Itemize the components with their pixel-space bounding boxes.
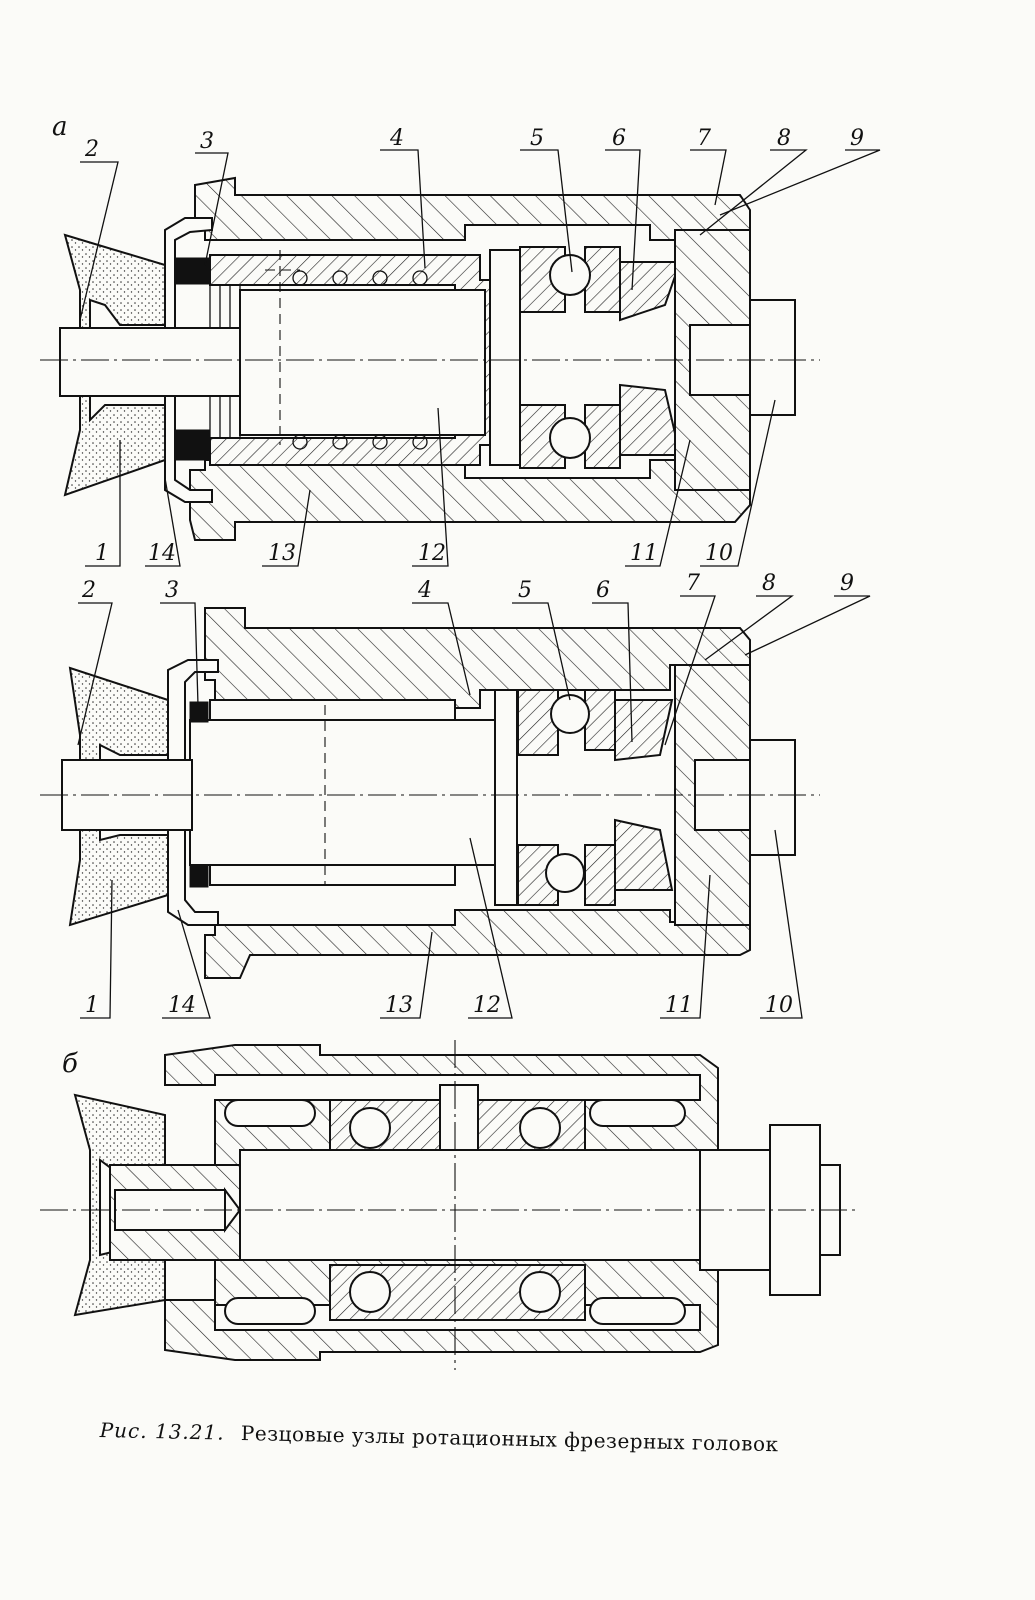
ball-5-top [549, 254, 591, 296]
sleeve-4 [209, 254, 501, 466]
callout-b-1: 1 [85, 993, 99, 1018]
part-6 [619, 261, 682, 322]
view-a-variant: 2 3 4 5 6 7 8 9 1 14 13 12 11 10 [40, 571, 871, 1019]
bearing-race-top-2 [584, 246, 621, 313]
cutter-1 [63, 233, 166, 497]
callout-b-6: 6 [596, 578, 610, 603]
view-a-label: а [52, 112, 68, 142]
callout-11: 11 [630, 541, 658, 566]
cap-14-b [167, 659, 219, 926]
callout-b-14: 14 [168, 993, 196, 1018]
screw-10 [749, 299, 796, 416]
callout-5: 5 [530, 126, 544, 151]
seal-3-b-bottom [189, 864, 209, 888]
callout-b-4: 4 [417, 578, 432, 603]
callout-3: 3 [200, 129, 214, 154]
callout-b-12: 12 [473, 993, 501, 1018]
ball-c-4 [519, 1271, 561, 1313]
callouts-view-a: 2 3 4 5 6 7 8 9 1 14 13 12 11 10 [84, 126, 864, 566]
screw-10-b [749, 739, 796, 856]
view-b-label: б [62, 1049, 78, 1079]
callout-4: 4 [389, 126, 404, 151]
callout-b-11: 11 [665, 993, 693, 1018]
callouts-view-a2: 2 3 4 5 6 7 8 9 1 14 13 12 11 10 [81, 571, 854, 1018]
seal-3-top [174, 257, 210, 285]
callout-6: 6 [612, 126, 626, 151]
bore-b [239, 1149, 711, 1261]
callout-b-2: 2 [81, 578, 96, 603]
callout-2: 2 [84, 137, 99, 162]
callout-b-13: 13 [385, 993, 413, 1018]
ball-5-b-bottom [545, 853, 585, 893]
callout-10: 10 [705, 541, 733, 566]
callout-1: 1 [95, 541, 109, 566]
ball-5-bottom [549, 417, 591, 459]
callout-7: 7 [697, 126, 711, 151]
spacer-c [439, 1084, 479, 1151]
shaft-12-b [189, 719, 496, 866]
callout-b-8: 8 [762, 571, 776, 596]
ball-c-1 [349, 1107, 391, 1149]
tube-top [209, 699, 456, 721]
view-b: б [40, 1040, 860, 1370]
tube-bottom [209, 864, 456, 886]
part-6-bottom [619, 383, 682, 456]
caption-prefix: Рис. 13.21. [99, 1418, 225, 1445]
callout-9: 9 [850, 126, 864, 151]
leaders-a [79, 149, 881, 567]
roller-3 [224, 1297, 316, 1325]
callout-b-5: 5 [518, 578, 532, 603]
roller-4 [589, 1297, 686, 1325]
callout-b-3: 3 [165, 578, 179, 603]
ball-5-b-top [550, 694, 590, 734]
ball-c-3 [349, 1271, 391, 1313]
part-6-b2 [614, 818, 674, 891]
seal-3-b-top [189, 701, 209, 723]
roller-1 [224, 1099, 316, 1127]
callout-12: 12 [418, 541, 446, 566]
callout-14: 14 [148, 541, 176, 566]
callout-b-9: 9 [840, 571, 854, 596]
roller-2 [589, 1099, 686, 1127]
disk [489, 249, 521, 466]
bearing-b-4 [584, 844, 616, 906]
callout-13: 13 [268, 541, 296, 566]
shaft-12 [239, 289, 486, 436]
callout-8: 8 [777, 126, 791, 151]
cutter-1-b [68, 666, 169, 927]
cutter-hub [59, 327, 241, 397]
view-a: а [40, 112, 881, 567]
bearing-b-2 [584, 689, 616, 751]
seal-3-bottom [174, 429, 210, 461]
leaders-a2 [77, 595, 871, 1019]
callout-b-10: 10 [765, 993, 793, 1018]
ball-c-2 [519, 1107, 561, 1149]
part-6-b [614, 699, 674, 762]
disk-b [494, 689, 518, 906]
callout-b-7: 7 [686, 571, 700, 596]
